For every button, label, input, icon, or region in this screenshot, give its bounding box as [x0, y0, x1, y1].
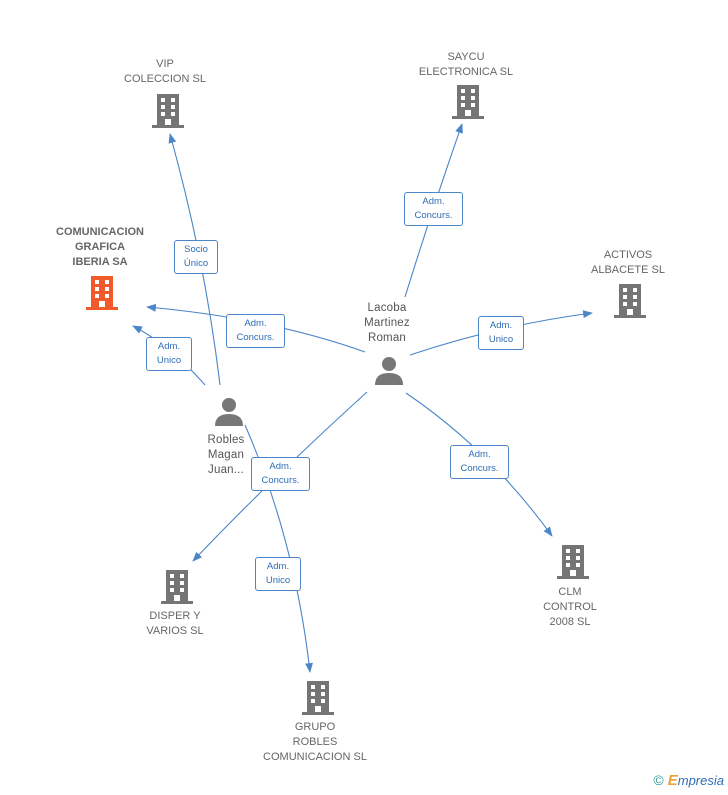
edge-label-adm-unico-grupo[interactable]: Adm. Unico: [255, 557, 301, 591]
label-line: 2008 SL: [549, 616, 591, 628]
edge-label-line: Concurs.: [460, 463, 499, 474]
edge-label-line: Socio: [184, 244, 208, 255]
edge-label-line: Unico: [156, 355, 182, 366]
label-line: VARIOS SL: [146, 625, 204, 637]
label-line: GRUPO: [294, 721, 336, 733]
label-line: ROBLES: [292, 736, 338, 748]
label-line: Juan...: [208, 464, 244, 476]
building-icon[interactable]: [161, 570, 193, 609]
label-line: Roman: [367, 332, 407, 344]
edge-label-line: Unico: [488, 334, 514, 345]
edge-label-adm-unico-activos[interactable]: Adm. Unico: [478, 316, 524, 350]
edge-label-line: Adm.: [157, 341, 181, 352]
node-label-saycu-electronica[interactable]: SAYCU ELECTRONICA SL: [406, 50, 526, 80]
node-label-robles-magan[interactable]: Robles Magan Juan...: [186, 433, 266, 478]
node-label-comunicacion-grafica[interactable]: COMUNICACION GRAFICA IBERIA SA: [40, 225, 160, 270]
building-icon-focus[interactable]: [86, 276, 118, 315]
label-line: SAYCU: [447, 51, 485, 63]
building-icon[interactable]: [152, 94, 184, 133]
label-line: ACTIVOS: [603, 249, 653, 261]
building-icon[interactable]: [614, 284, 646, 323]
brand-footer[interactable]: ©Empresia: [653, 772, 724, 789]
edge-label-line: Adm.: [269, 461, 292, 472]
label-line: GRAFICA: [74, 241, 126, 253]
label-line: VIP: [156, 58, 174, 70]
brand-name: mpresia: [677, 773, 724, 788]
node-label-lacoba-martinez[interactable]: Lacoba Martinez Roman: [347, 301, 427, 346]
node-label-activos-albacete[interactable]: ACTIVOS ALBACETE SL: [578, 248, 678, 278]
building-icon[interactable]: [302, 681, 334, 720]
edge-label-line: Concurs.: [261, 475, 300, 486]
edge-label-adm-concurs-clm[interactable]: Adm. Concurs.: [450, 445, 509, 479]
edge-label-line: Concurs.: [236, 332, 275, 343]
label-line: DISPER Y: [149, 610, 201, 622]
label-line: CONTROL: [543, 601, 597, 613]
brand-logo-letter: E: [667, 772, 678, 789]
edge-label-socio-unico[interactable]: Socio Único: [174, 240, 218, 274]
building-icon[interactable]: [452, 85, 484, 124]
label-line: Martinez: [364, 317, 410, 329]
copyright-symbol: ©: [653, 772, 664, 788]
edge-label-adm-concurs-saycu[interactable]: Adm. Concurs.: [404, 192, 463, 226]
node-label-vip-coleccion[interactable]: VIP COLECCION SL: [115, 57, 215, 87]
node-label-clm-control[interactable]: CLM CONTROL 2008 SL: [520, 585, 620, 630]
label-line: COLECCION SL: [124, 73, 206, 85]
edge-label-line: Adm.: [468, 449, 491, 460]
node-label-disper-varios[interactable]: DISPER Y VARIOS SL: [125, 609, 225, 639]
edge-label-line: Unico: [265, 575, 291, 586]
edge-label-adm-concurs-disper[interactable]: Adm. Concurs.: [251, 457, 310, 491]
person-icon[interactable]: [374, 356, 404, 391]
label-line: COMUNICACION SL: [263, 751, 367, 763]
edge-label-line: Adm.: [266, 561, 290, 572]
edge-label-line: Concurs.: [414, 210, 453, 221]
edge-label-line: Adm.: [244, 318, 267, 329]
label-line: IBERIA SA: [72, 256, 128, 268]
edge-label-line: Adm.: [489, 320, 513, 331]
edge-label-adm-concurs-comunicacion[interactable]: Adm. Concurs.: [226, 314, 285, 348]
person-icon[interactable]: [214, 397, 244, 432]
label-line: Magan: [207, 449, 245, 461]
label-line: ELECTRONICA SL: [418, 66, 514, 78]
node-label-grupo-robles[interactable]: GRUPO ROBLES COMUNICACION SL: [250, 720, 380, 765]
edge-label-line: Único: [183, 258, 209, 269]
label-line: Lacoba: [367, 302, 407, 314]
edge-label-adm-unico-comunicacion[interactable]: Adm. Unico: [146, 337, 192, 371]
label-line: ALBACETE SL: [591, 264, 665, 276]
label-line: CLM: [558, 586, 582, 598]
label-line: COMUNICACION: [56, 226, 144, 238]
building-icon[interactable]: [557, 545, 589, 584]
label-line: Robles: [207, 434, 245, 446]
edge-label-line: Adm.: [422, 196, 445, 207]
edge-robles-grupo: [244, 424, 313, 673]
